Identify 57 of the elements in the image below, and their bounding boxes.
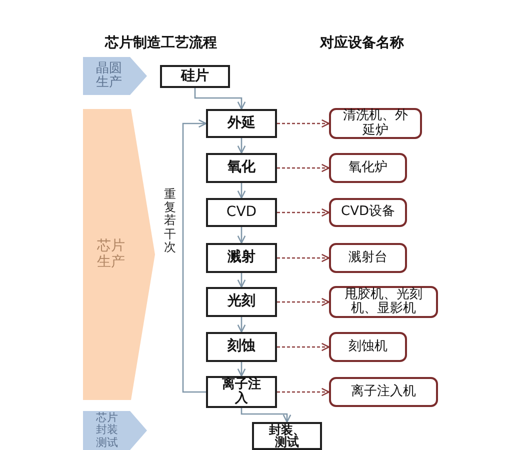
equipment-label: 清洗机、外延炉 xyxy=(343,109,408,138)
process-box xyxy=(252,422,322,450)
column-heading: 对应设备名称 xyxy=(320,34,404,52)
phase-label: 芯片封装测试 xyxy=(96,412,118,449)
flow-arrow xyxy=(237,362,246,377)
process-label: 离子注入 xyxy=(222,378,261,406)
dashed-arrow xyxy=(277,342,330,352)
flow-arrow xyxy=(237,183,246,199)
process-label: 硅片 xyxy=(181,68,209,84)
process-label: CVD xyxy=(226,204,257,220)
process-label: 封装、测试 xyxy=(269,424,305,448)
dashed-arrow xyxy=(277,388,330,396)
column-heading: 芯片制造工艺流程 xyxy=(105,34,217,52)
process-box xyxy=(206,376,277,408)
edge-label: 重复若干次 xyxy=(164,188,176,254)
process-label: 溅射 xyxy=(228,250,256,266)
process-box xyxy=(206,198,277,227)
process-box xyxy=(206,332,277,362)
phase-label: 晶圆生产 xyxy=(96,62,122,90)
process-label: 刻蚀 xyxy=(228,339,256,355)
equipment-label: 甩胶机、光刻机、显影机 xyxy=(344,288,422,316)
equipment-label: 氧化炉 xyxy=(348,160,388,176)
flow-arrow xyxy=(194,88,246,110)
phase-band xyxy=(83,109,155,400)
phase-label: 芯片生产 xyxy=(97,239,125,270)
process-label: 光刻 xyxy=(228,294,256,310)
phase-band xyxy=(83,411,147,450)
dashed-arrow xyxy=(277,164,330,172)
phase-band xyxy=(83,57,147,95)
process-box xyxy=(206,109,277,138)
equipment-box xyxy=(329,108,422,139)
process-label: 外延 xyxy=(228,116,256,132)
equipment-label: 溅射台 xyxy=(348,250,388,266)
process-label: 氧化 xyxy=(228,160,256,176)
flow-arrow xyxy=(237,273,246,288)
equipment-label: 刻蚀机 xyxy=(348,340,388,354)
equipment-box xyxy=(329,377,438,407)
equipment-box xyxy=(329,153,407,183)
flow-arrow xyxy=(237,138,246,154)
process-box xyxy=(206,287,277,317)
dashed-arrow xyxy=(277,208,330,217)
equipment-box xyxy=(329,332,407,362)
process-box xyxy=(206,153,277,183)
dashed-arrow xyxy=(277,254,330,262)
flow-arrow xyxy=(237,317,246,333)
dashed-arrow xyxy=(277,298,330,306)
equipment-box xyxy=(329,286,438,318)
equipment-box xyxy=(329,243,407,273)
flow-arrow xyxy=(240,408,292,423)
equipment-label: 离子注入机 xyxy=(351,384,416,400)
process-box xyxy=(206,243,277,273)
process-box xyxy=(160,65,230,88)
flow-arrow xyxy=(182,119,207,393)
equipment-label: CVD设备 xyxy=(341,205,395,220)
equipment-box xyxy=(329,198,407,227)
flow-arrow xyxy=(237,227,246,244)
dashed-arrow xyxy=(277,119,330,128)
